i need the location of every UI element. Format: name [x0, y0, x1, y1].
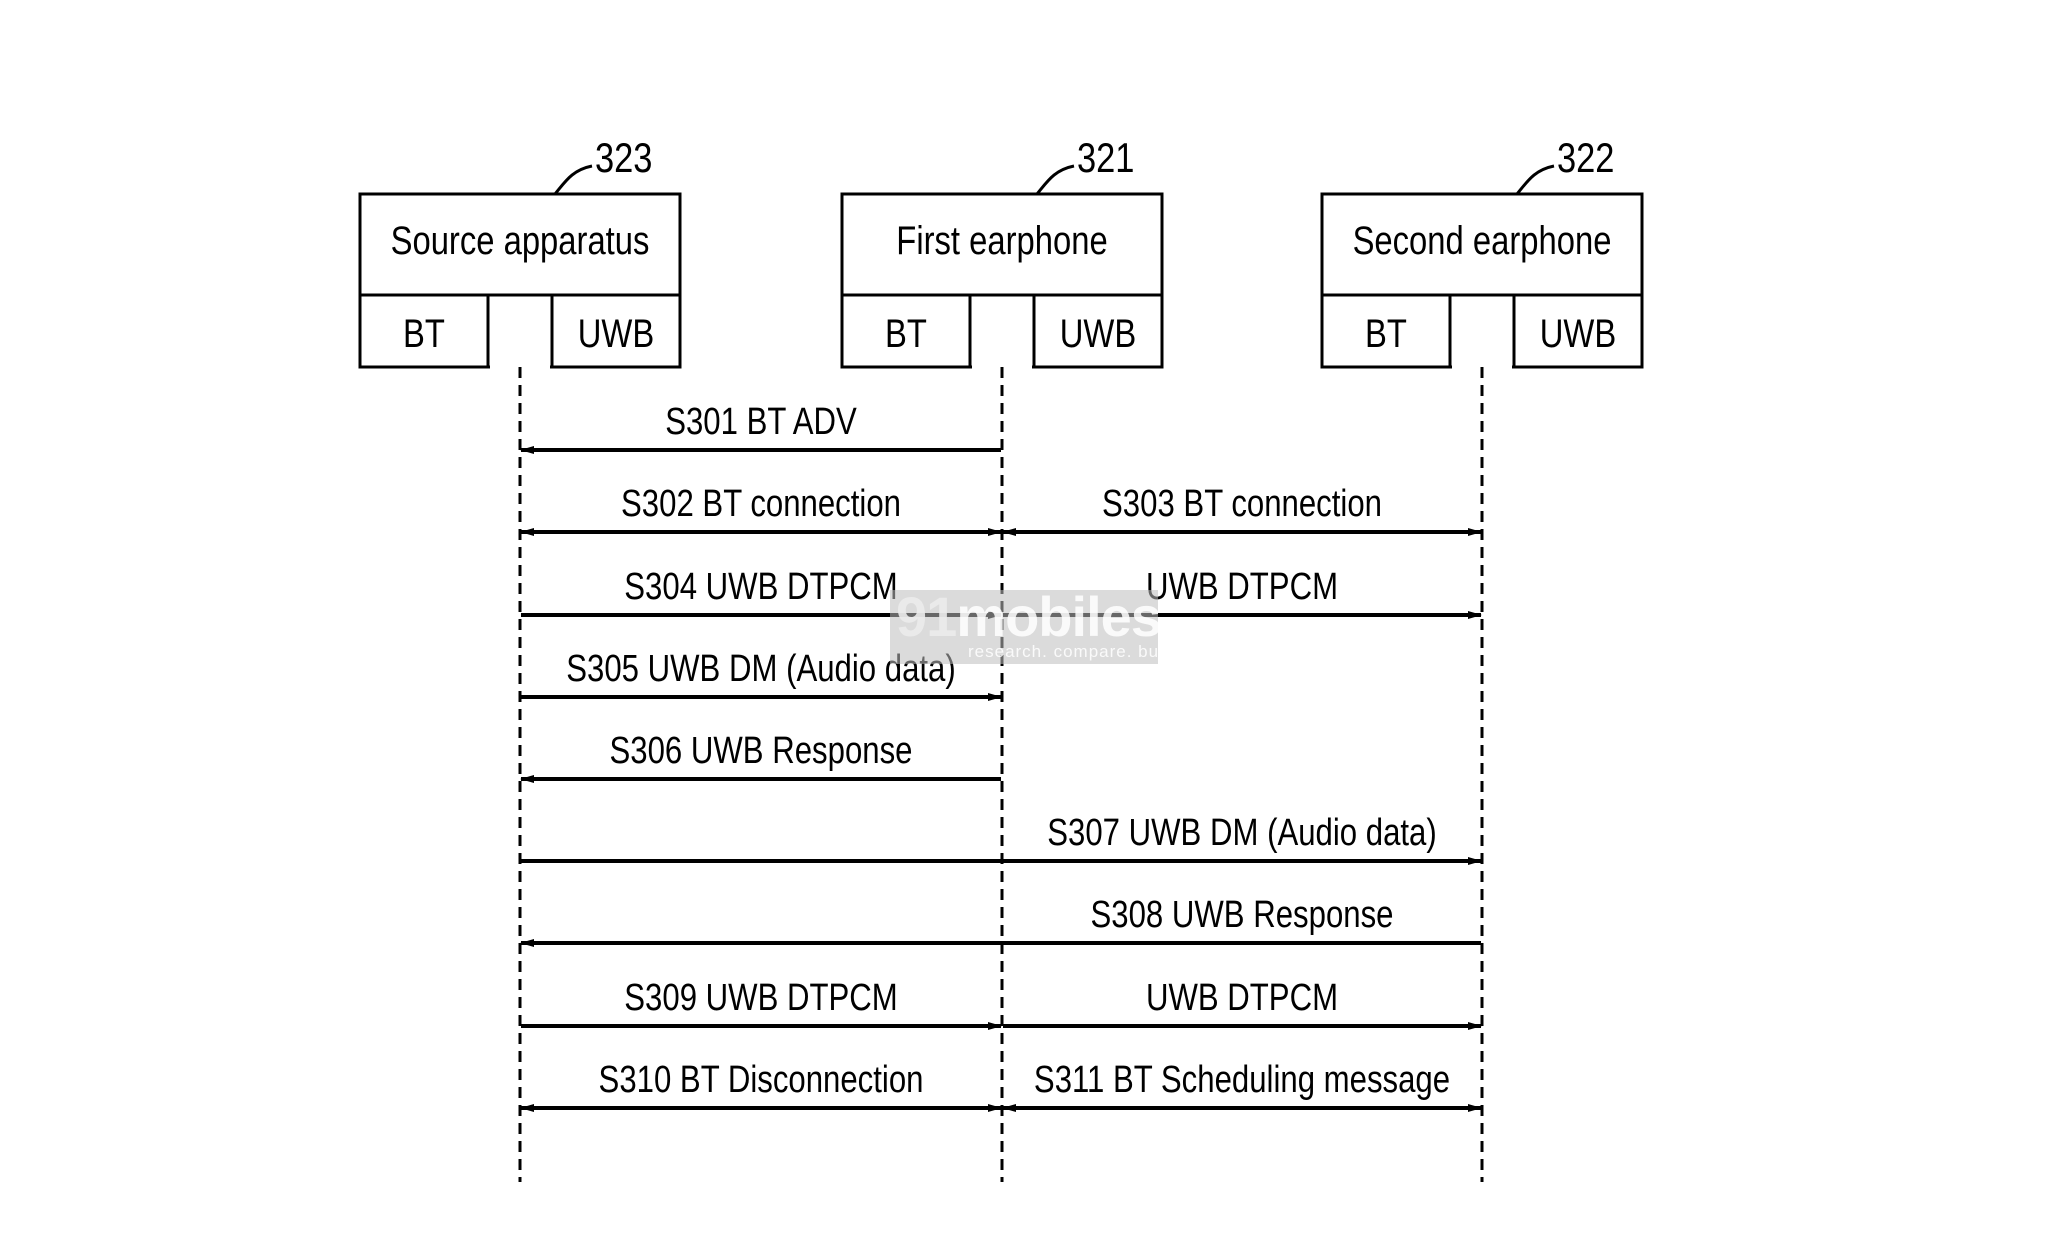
reference-leader	[1515, 164, 1555, 195]
message-label: S302 BT connection	[621, 483, 901, 525]
module-box-bt	[840, 293, 972, 369]
message-row: S305 UWB DM (Audio data)	[521, 648, 1002, 701]
module-label-uwb: UWB	[1540, 311, 1617, 356]
participant-name: Second earphone	[1353, 218, 1612, 263]
message-label: S311 BT Scheduling message	[1034, 1059, 1450, 1101]
module-box-uwb	[550, 293, 682, 369]
message-label: S310 BT Disconnection	[599, 1059, 924, 1101]
message-row: S308 UWB Response	[520, 894, 1481, 947]
module-box-bt	[358, 293, 490, 369]
message-row: S301 BT ADV	[520, 401, 1001, 454]
module-label-uwb: UWB	[578, 311, 655, 356]
reference-numeral: 323	[595, 135, 652, 182]
reference-leader	[1035, 164, 1075, 195]
module-label-bt: BT	[885, 311, 927, 356]
message-label: S301 BT ADV	[665, 401, 857, 443]
module-box-uwb	[1512, 293, 1644, 369]
module-box-uwb	[1032, 293, 1164, 369]
message-label: S307 UWB DM (Audio data)	[1047, 812, 1437, 854]
message-label: S309 UWB DTPCM	[624, 977, 897, 1019]
message-row: S306 UWB Response	[520, 730, 1001, 783]
module-label-bt: BT	[1365, 311, 1407, 356]
message-label: S305 UWB DM (Audio data)	[566, 648, 956, 690]
message-label: S304 UWB DTPCM	[624, 566, 897, 608]
message-row: S310 BT Disconnection S311 BT Scheduling …	[520, 1059, 1482, 1112]
reference-leader	[553, 164, 593, 195]
message-row: S309 UWB DTPCM UWB DTPCM	[521, 977, 1482, 1030]
message-row: S302 BT connection S303 BT connection	[520, 483, 1482, 536]
reference-numeral: 321	[1077, 135, 1134, 182]
reference-numeral: 322	[1557, 135, 1614, 182]
module-box-bt	[1320, 293, 1452, 369]
participant-name: First earphone	[896, 218, 1107, 263]
message-row: S307 UWB DM (Audio data)	[521, 812, 1482, 865]
message-label: UWB DTPCM	[1146, 566, 1338, 608]
message-label: S303 BT connection	[1102, 483, 1382, 525]
message-label: S306 UWB Response	[610, 730, 913, 772]
module-label-bt: BT	[403, 311, 445, 356]
message-label: S308 UWB Response	[1091, 894, 1394, 936]
module-label-uwb: UWB	[1060, 311, 1137, 356]
message-label: UWB DTPCM	[1146, 977, 1338, 1019]
participant-name: Source apparatus	[391, 218, 650, 263]
